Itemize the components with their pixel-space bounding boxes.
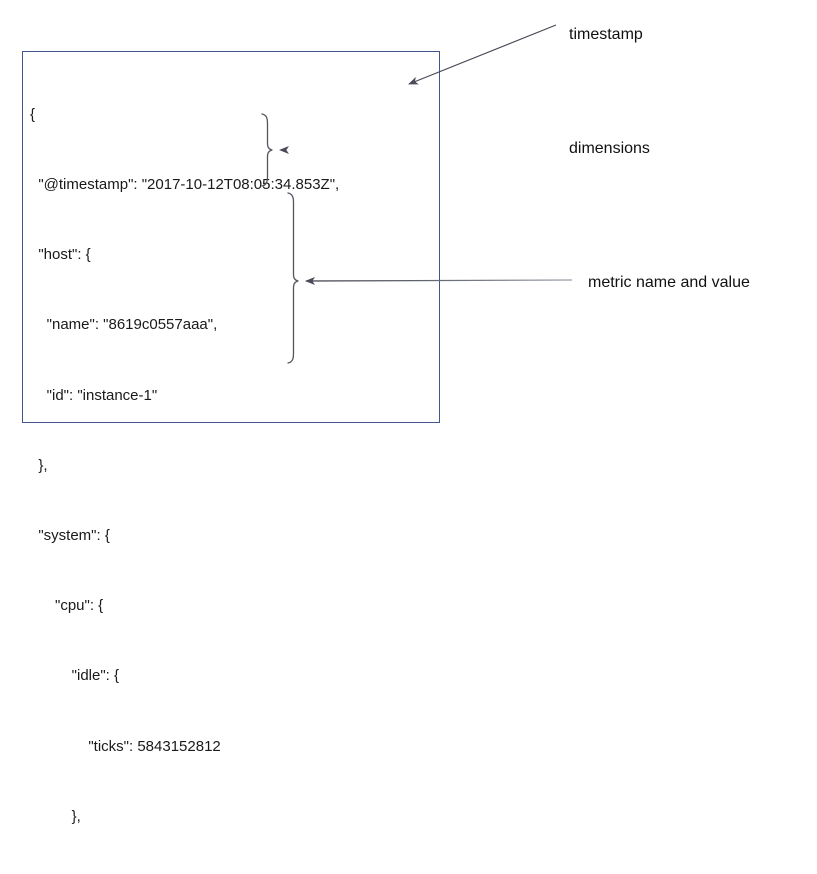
json-line-idle-close: }, [30, 807, 81, 825]
annotation-label-dimensions: dimensions [569, 140, 650, 157]
annotation-label-metric: metric name and value [588, 274, 750, 291]
json-line-system-open: "system": { [30, 527, 110, 545]
json-line-timestamp: "@timestamp": "2017-10-12T08:05:34.853Z"… [30, 176, 340, 194]
json-line-ticks: "ticks": 5843152812 [30, 737, 221, 755]
json-line-idle-open: "idle": { [30, 667, 120, 685]
json-line-cpu-open: "cpu": { [30, 597, 104, 615]
json-document-text: { "@timestamp": "2017-10-12T08:05:34.853… [30, 56, 430, 874]
json-document-box [22, 51, 440, 423]
json-line-host-close: }, [30, 456, 48, 474]
json-line: { [30, 105, 36, 123]
diagram-canvas: { "@timestamp": "2017-10-12T08:05:34.853… [22, 24, 750, 825]
json-line-host-id: "id": "instance-1" [30, 386, 158, 404]
json-line-host-name: "name": "8619c0557aaa", [30, 316, 218, 334]
json-line-host-open: "host": { [30, 246, 91, 264]
annotation-label-timestamp: timestamp [569, 26, 643, 43]
